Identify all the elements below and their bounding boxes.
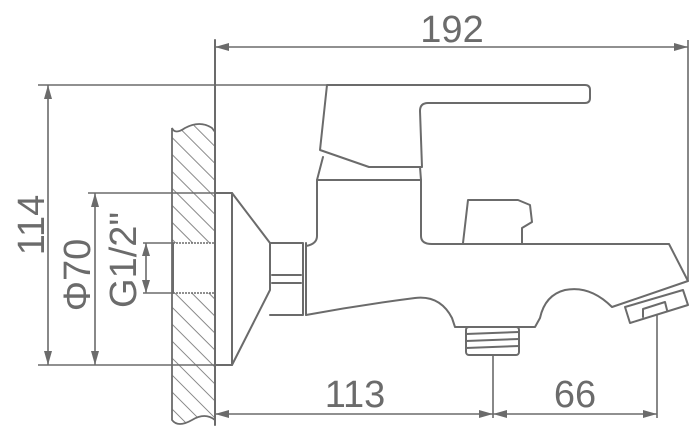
dimension-114: 114 <box>11 84 327 366</box>
outlet-thread <box>465 326 520 356</box>
dimension-66: 66 <box>493 315 658 418</box>
escutcheon <box>214 192 271 366</box>
dimension-label-66: 66 <box>554 374 596 416</box>
dimension-192: 192 <box>215 9 689 281</box>
dimension-phi70: Φ70 <box>57 192 215 365</box>
dimension-label-114: 114 <box>11 195 53 256</box>
faucet-body <box>214 84 689 366</box>
diverter-knob <box>462 199 533 244</box>
dimension-thread: G1/2" <box>103 212 173 308</box>
lever-handle <box>319 84 591 168</box>
hex-nut <box>269 242 304 316</box>
spout-nozzle <box>624 289 689 324</box>
dimension-label-192: 192 <box>420 9 483 51</box>
wall-section <box>171 123 216 425</box>
body-outline <box>305 179 689 328</box>
dimension-label-113: 113 <box>325 374 386 416</box>
dimension-113: 113 <box>215 355 494 418</box>
dimension-label-thread: G1/2" <box>103 212 145 308</box>
dimension-label-phi70: Φ70 <box>57 239 99 312</box>
